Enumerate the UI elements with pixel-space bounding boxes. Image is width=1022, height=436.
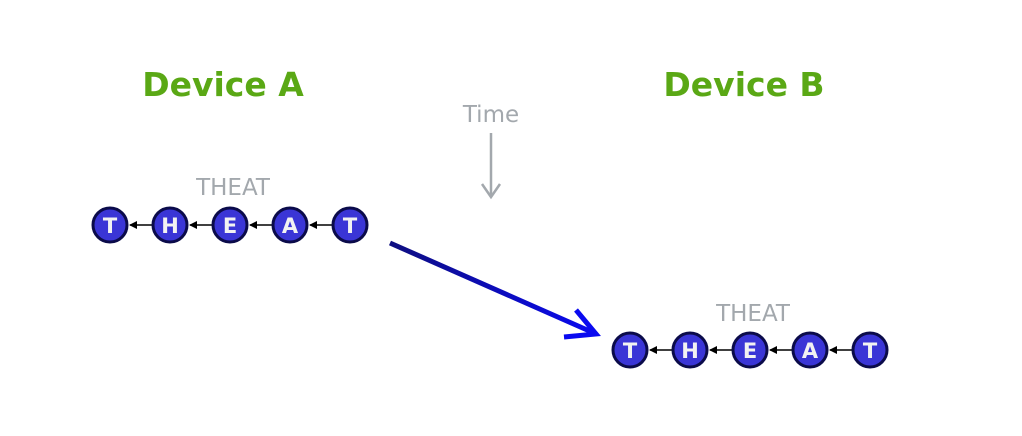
node-circle [791,331,829,369]
node-letter: E [743,339,757,363]
node-circle [731,331,769,369]
node-letter: T [623,339,638,363]
node-letter: H [681,339,699,363]
node-letter: T [863,339,878,363]
node-letter: T [343,214,358,238]
node-letter: E [223,214,237,238]
node-circle [91,206,129,244]
transfer-arrow-icon [388,240,601,340]
node-circle [211,206,249,244]
device-a-title: Device A [142,65,304,104]
device-b-string-label: THEAT [715,301,791,327]
time-arrow-icon [480,133,502,200]
node-circle [611,331,649,369]
device-a-string-label: THEAT [195,175,271,201]
node-letter: A [802,339,819,363]
node-letter: T [103,214,118,238]
node-circle [851,331,889,369]
node-circle [671,331,709,369]
node-circle [331,206,369,244]
node-letter: A [282,214,299,238]
time-label: Time [462,102,519,128]
node-circle [271,206,309,244]
node-letter: H [161,214,179,238]
device-b-title: Device B [663,65,824,104]
node-circle [151,206,189,244]
